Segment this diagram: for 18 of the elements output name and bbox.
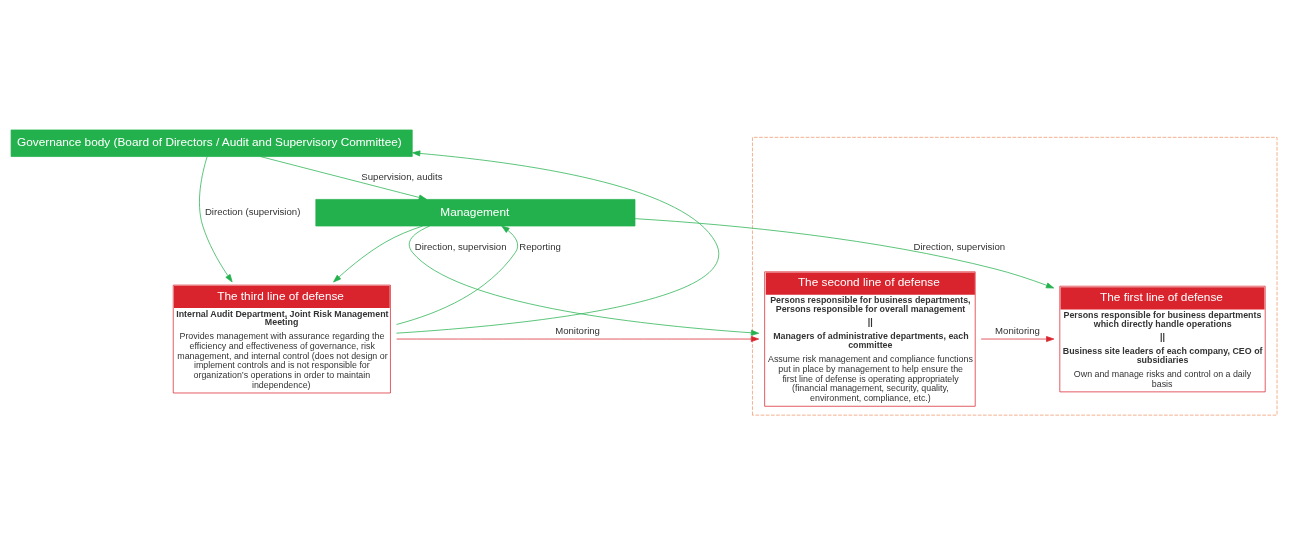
arrow — [408, 225, 760, 336]
edge-label: Monitoring — [555, 325, 600, 337]
node-box: Governance body (Board of Directors / Audit and Supervisory Committee) — [10, 129, 413, 157]
arrow — [396, 336, 760, 342]
arrow — [333, 225, 424, 283]
edge-label: Direction (supervision) — [204, 206, 301, 218]
node-box: Management — [315, 199, 636, 227]
edge-label: Direction, supervision — [414, 240, 507, 252]
arrow — [260, 156, 427, 201]
arrow — [634, 218, 1055, 289]
edge-label: Supervision, audits — [361, 171, 443, 183]
edge-label: Direction, supervision — [913, 240, 1006, 252]
arrow — [199, 156, 233, 283]
arrow — [396, 150, 720, 334]
edge-label: Monitoring — [995, 325, 1040, 337]
arrow — [396, 225, 519, 325]
arrow — [980, 336, 1055, 342]
edge-label: Reporting — [519, 240, 561, 252]
